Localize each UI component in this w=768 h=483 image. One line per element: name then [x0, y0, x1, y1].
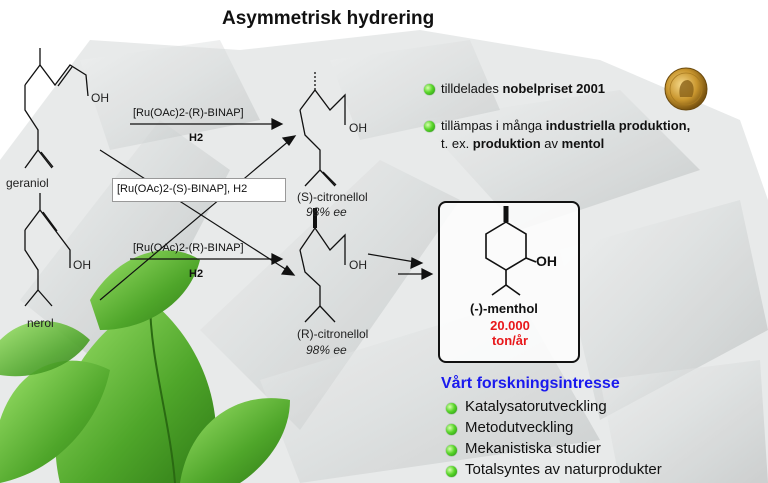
- s-citronellol-label: (S)-citronellol: [297, 190, 368, 204]
- menthol-box: [438, 201, 580, 363]
- s-citronellol-ee: 98% ee: [306, 205, 347, 219]
- research-item: Totalsyntes av naturprodukter: [465, 461, 662, 478]
- reagent-bottom-h2: H2: [189, 268, 204, 280]
- r-citronellol-ee: 98% ee: [306, 343, 347, 357]
- geraniol-structure: [24, 48, 89, 169]
- production-unit: ton/år: [491, 333, 529, 348]
- r-citronellol-structure: [299, 208, 346, 323]
- reagent-top: [Ru(OAc)2-(R)-BINAP]: [133, 107, 244, 119]
- s-citronellol-structure: [299, 70, 346, 187]
- fact-industry-line1: tillämpas i många industriella produktio…: [441, 118, 691, 133]
- bullet-icon: [446, 466, 457, 477]
- research-heading: Vårt forskningsintresse: [441, 375, 620, 392]
- bullet-icon: [446, 445, 457, 456]
- reagent-middle-box: [112, 178, 286, 202]
- bullet-icon: [446, 424, 457, 435]
- fact-industry-line2: t. ex. produktion av mentol: [441, 136, 605, 151]
- menthol-label: (-)-menthol: [470, 301, 538, 316]
- research-item: Metodutveckling: [465, 419, 574, 436]
- nerol-oh-label: OH: [73, 258, 91, 272]
- research-item: Katalysatorutveckling: [465, 398, 607, 415]
- bullet-icon: [424, 121, 435, 132]
- geraniol-label: geraniol: [6, 176, 49, 190]
- reagent-top-h2: H2: [189, 132, 204, 144]
- nerol-label: nerol: [27, 316, 54, 330]
- r-citronellol-oh-label: OH: [349, 258, 367, 272]
- s-citronellol-oh-label: OH: [349, 121, 367, 135]
- bullet-icon: [424, 84, 435, 95]
- reagent-middle: [Ru(OAc)2-(S)-BINAP], H2: [117, 183, 248, 195]
- mint-leaf-icon: [0, 250, 290, 483]
- research-item: Mekanistiska studier: [465, 440, 601, 457]
- fact-nobel: tilldelades nobelpriset 2001: [441, 81, 606, 96]
- r-citronellol-label: (R)-citronellol: [297, 327, 369, 341]
- bullet-icon: [446, 403, 457, 414]
- nerol-structure: [24, 193, 71, 307]
- page-title: Asymmetrisk hydrering: [222, 8, 435, 29]
- nobel-medal-icon: [664, 67, 708, 111]
- production-amount: 20.000: [490, 318, 530, 333]
- menthol-oh-label: OH: [536, 253, 557, 269]
- geraniol-oh-label: OH: [91, 91, 109, 105]
- reagent-bottom: [Ru(OAc)2-(R)-BINAP]: [133, 242, 244, 254]
- reaction-arrows: [99, 118, 434, 301]
